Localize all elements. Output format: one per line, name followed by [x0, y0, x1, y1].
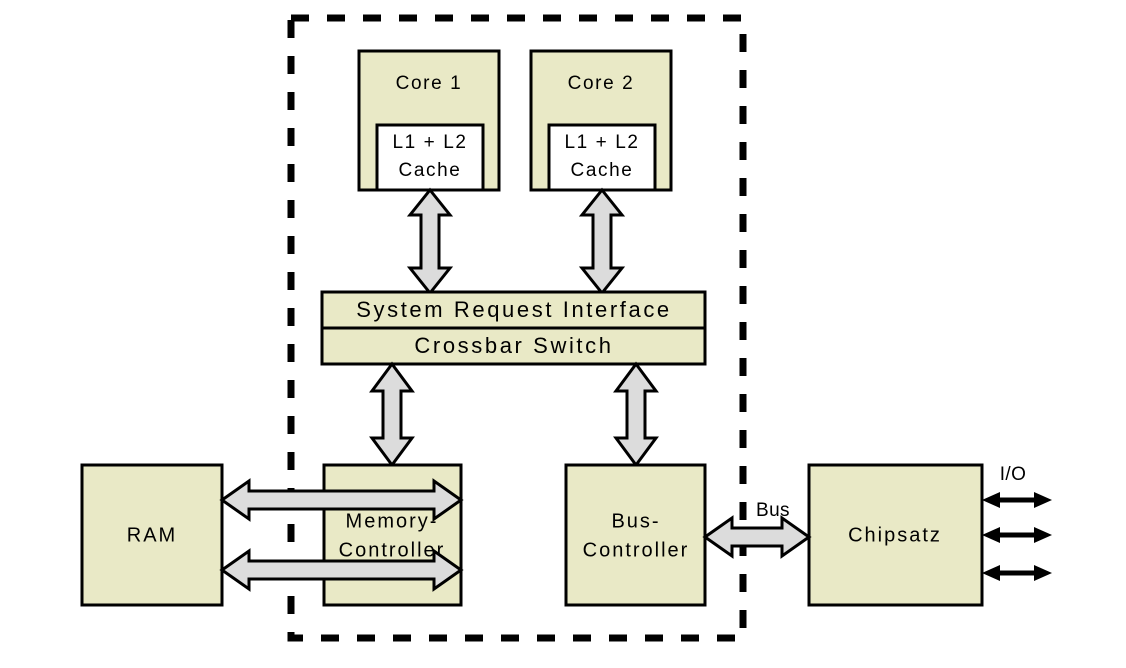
core-1-label: Core 1 [396, 73, 463, 94]
memory-controller-label-line2: Controller [339, 539, 446, 561]
bus-label: Bus [756, 500, 790, 521]
core-1-cache-label-line2: Cache [399, 160, 462, 181]
system-request-interface-label: System Request Interface [356, 297, 672, 322]
core-2-cache-label-line2: Cache [571, 160, 634, 181]
arrow-ram-to-memory-controller-lower [219, 548, 464, 592]
arrow-crossbar-to-bus-controller [613, 361, 659, 468]
arrow-core2-to-sri [578, 187, 626, 296]
core-1-cache-box[interactable] [375, 123, 485, 192]
bus-controller-box[interactable] [564, 463, 707, 607]
core-1-cache-label-line1: L1 + L2 [392, 132, 467, 153]
ram-box[interactable] [80, 463, 224, 607]
crossbar-switch-box[interactable] [320, 326, 707, 366]
arrow-bus-controller-to-chipset [702, 515, 812, 559]
crossbar-switch-label: Crossbar Switch [414, 333, 613, 358]
arrow-ram-to-memory-controller-upper [219, 478, 464, 522]
system-request-interface-box[interactable] [320, 290, 707, 330]
arrow-core1-to-sri [406, 187, 454, 296]
memory-controller-label-line1: Memory- [346, 510, 439, 532]
chipset-label: Chipsatz [848, 524, 942, 546]
bus-controller-label-line2: Controller [583, 539, 690, 561]
ram-label: RAM [127, 524, 177, 546]
arrow-crossbar-to-memory-controller [369, 361, 415, 468]
io-arrow-1 [982, 492, 1052, 508]
cpu-die-boundary [287, 14, 747, 642]
chipset-box[interactable] [807, 463, 984, 607]
io-arrow-3 [982, 565, 1052, 581]
io-label: I/O [1000, 464, 1027, 485]
core-2-label: Core 2 [568, 73, 635, 94]
core-2-cache-label-line1: L1 + L2 [564, 132, 639, 153]
io-arrow-2 [982, 527, 1052, 543]
bus-controller-label-line1: Bus- [611, 510, 660, 532]
